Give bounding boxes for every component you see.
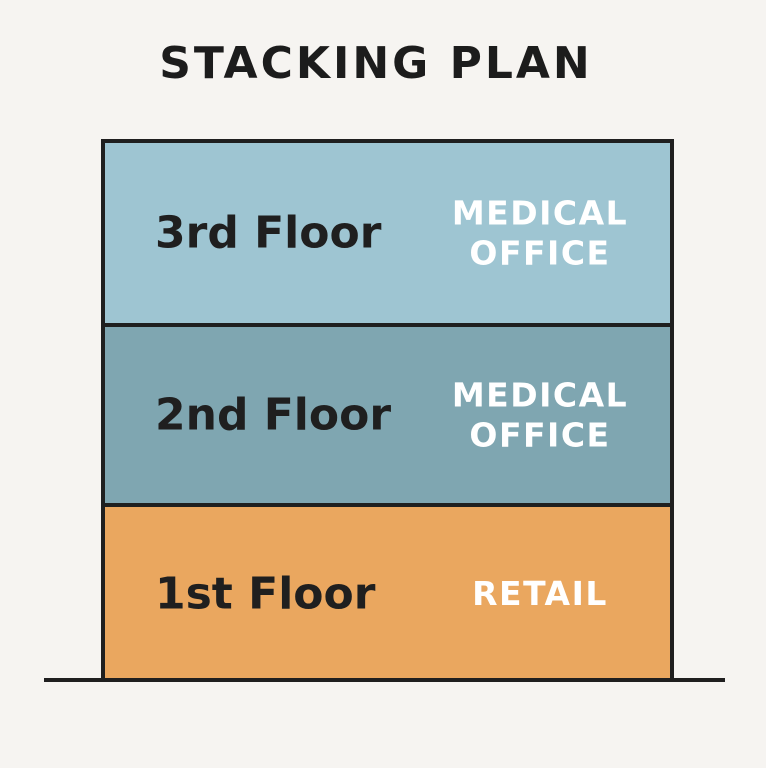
floor-3-use: MEDICAL OFFICE: [445, 193, 635, 272]
floor-2-use-line2: OFFICE: [469, 415, 611, 454]
floor-1-block: 1st Floor RETAIL: [105, 503, 670, 680]
floor-3-block: 3rd Floor MEDICAL OFFICE: [105, 143, 670, 323]
floor-1-use-line1: RETAIL: [472, 573, 608, 613]
floor-2-block: 2nd Floor MEDICAL OFFICE: [105, 323, 670, 503]
floor-2-use: MEDICAL OFFICE: [445, 375, 635, 454]
floor-1-name: 1st Floor: [155, 568, 376, 619]
floor-3-name: 3rd Floor: [155, 207, 382, 259]
floor-2-use-line1: MEDICAL: [451, 375, 629, 415]
floor-3-use-line1: MEDICAL: [451, 193, 629, 233]
building-stack: 3rd Floor MEDICAL OFFICE 2nd Floor MEDIC…: [101, 139, 674, 680]
floor-3-use-line2: OFFICE: [469, 233, 611, 272]
floor-2-name: 2nd Floor: [155, 389, 392, 441]
ground-line: [44, 678, 725, 682]
diagram-title: STACKING PLAN: [159, 38, 593, 89]
floor-1-use: RETAIL: [445, 574, 635, 614]
